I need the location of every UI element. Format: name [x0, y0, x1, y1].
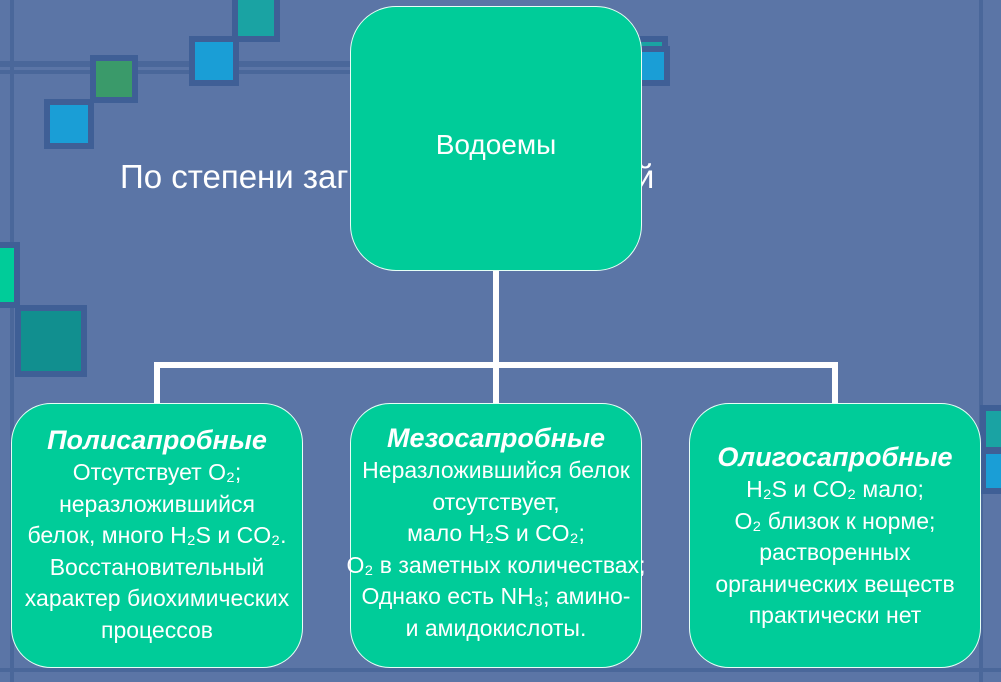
connector-center [493, 362, 499, 404]
node-line: процессов [100, 616, 213, 643]
frame-line-bottom [0, 668, 1001, 672]
decor-square [15, 305, 87, 377]
node-line: Неразложившийся белок [362, 457, 630, 483]
node-title: Полисапробные [47, 425, 267, 455]
node-line: неразложившийся [59, 490, 255, 517]
connector-vertical-root [493, 270, 499, 366]
node-line: мало H₂S и CO₂; [407, 520, 585, 546]
node-line: белок, много H₂S и CO₂. [27, 522, 287, 548]
decor-square [189, 36, 239, 86]
node-line: O₂ в заметных количествах; [346, 551, 646, 578]
frame-line-right [979, 0, 983, 682]
connector-right [832, 362, 838, 404]
decor-square [232, 0, 280, 42]
decor-square [980, 405, 1001, 453]
node-line: Отсутствует O₂; [72, 459, 242, 485]
connector-left [154, 362, 160, 404]
root-node: Водоемы [350, 6, 642, 271]
node-line: H₂S и CO₂ мало; [746, 476, 924, 502]
node-line: практически нет [748, 602, 922, 628]
node-polysaprobic: Полисапробные Отсутствует O₂; неразложив… [11, 403, 303, 668]
node-line: Однако есть NH₃; амино- [361, 583, 631, 609]
decor-square [0, 242, 20, 308]
frame-line-top-2 [0, 70, 360, 74]
node-line: O₂ близок к норме; [734, 507, 936, 534]
node-line: растворенных [759, 539, 911, 565]
node-line: и амидокислоты. [405, 614, 587, 641]
node-line: характер биохимических [24, 585, 290, 611]
frame-line-left [10, 0, 14, 682]
frame-line-top [0, 61, 360, 67]
node-title: Мезосапробные [386, 423, 606, 453]
node-mesosaprobic: Мезосапробные Неразложившийся белок отсу… [347, 403, 645, 668]
node-line: отсутствует, [432, 488, 560, 515]
node-title: Олигосапробные [717, 442, 953, 472]
decor-square [44, 99, 94, 149]
node-line: Восстановительный [49, 553, 265, 580]
node-line: органических веществ [715, 570, 955, 597]
root-label: Водоемы [435, 129, 557, 160]
node-oligosaprobic: Олигосапробные H₂S и CO₂ мало; O₂ близок… [689, 403, 981, 668]
decor-square [90, 55, 138, 103]
decor-square [980, 448, 1001, 494]
